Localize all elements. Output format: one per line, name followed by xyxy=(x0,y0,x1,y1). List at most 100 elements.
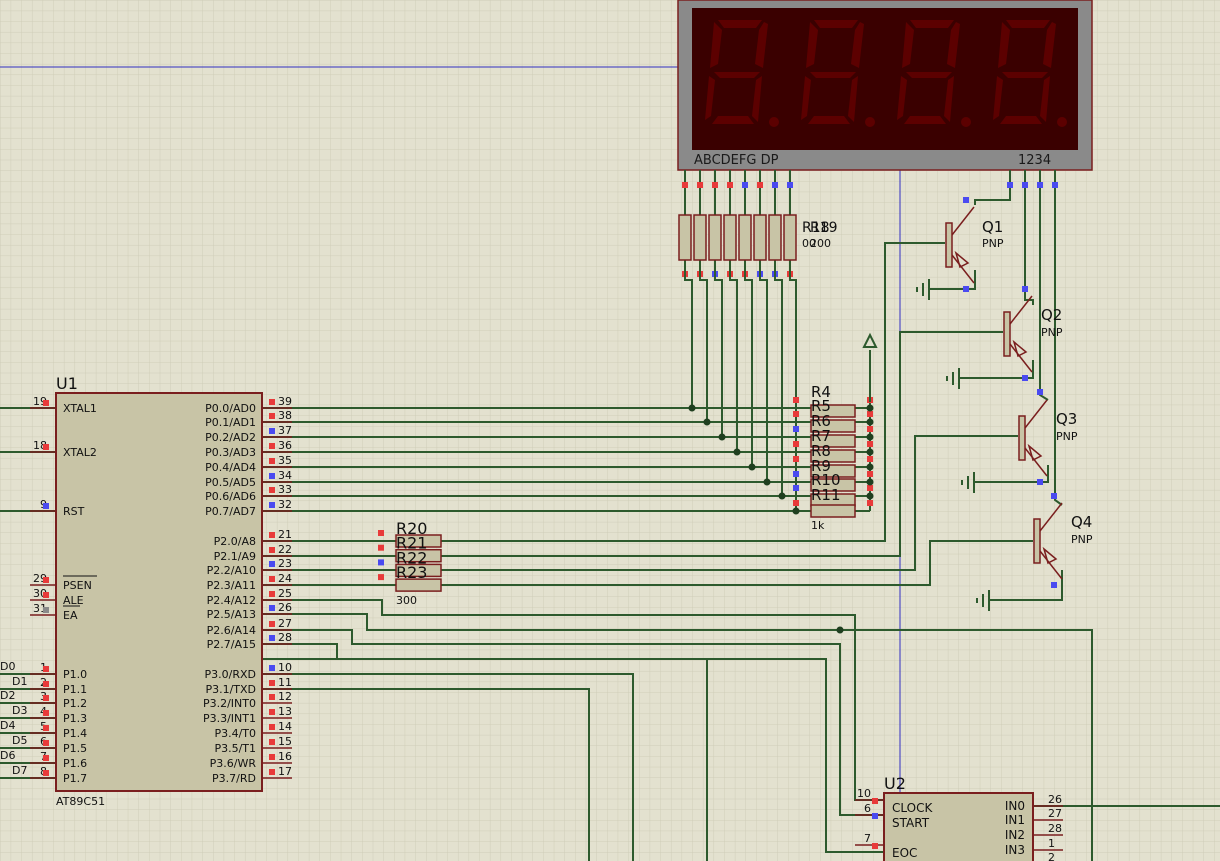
u1-pin-name: P3.0/RXD xyxy=(205,668,256,681)
u1-pin-name: P3.3/INT1 xyxy=(203,712,256,725)
pin-marker xyxy=(43,666,49,672)
ground-symbol xyxy=(946,368,960,389)
pin-marker xyxy=(269,709,275,715)
u1-pin-left: 8P1.7 xyxy=(30,765,87,785)
pin-marker xyxy=(269,473,275,479)
u1-pin-num: 28 xyxy=(278,631,292,644)
pullup-ref: R8 xyxy=(811,442,831,460)
pin-marker xyxy=(757,182,763,188)
resistor-body xyxy=(810,419,856,433)
pin-marker xyxy=(787,182,793,188)
wire xyxy=(441,242,945,542)
u1-pin-name: P1.1 xyxy=(63,683,87,696)
u1-pin-name: P3.4/T0 xyxy=(214,727,256,740)
wire xyxy=(714,260,723,437)
resistor-body xyxy=(768,214,782,261)
u1-pin-name: P2.2/A10 xyxy=(207,564,256,577)
u1-pin-name: P1.6 xyxy=(63,757,87,770)
pullup-ref: R4 xyxy=(811,383,831,401)
pullup-ref: R9 xyxy=(811,457,831,475)
wire xyxy=(262,688,590,861)
u1-pin-name: RST xyxy=(63,505,85,518)
segment xyxy=(752,76,762,122)
junction-dot xyxy=(866,433,874,441)
transistor-emitter xyxy=(951,206,975,236)
segment xyxy=(851,22,864,68)
wire-label: D0 xyxy=(0,660,15,673)
resistor-body xyxy=(753,214,767,261)
u1-pin-num: 36 xyxy=(278,439,292,452)
resistor-body xyxy=(693,214,707,261)
segment xyxy=(806,22,818,68)
u1-pin-num: 16 xyxy=(278,750,292,763)
u1-pin-left: 9RST xyxy=(30,498,85,518)
wire-label-text: D0 xyxy=(0,660,15,673)
pin-marker xyxy=(269,561,275,567)
pullup-resistor: R8 xyxy=(793,442,873,463)
pin-marker xyxy=(867,441,873,447)
pin-marker xyxy=(867,426,873,432)
seven-segment-display[interactable]: ABCDEFG DP 1234 xyxy=(677,0,1093,171)
pin-marker xyxy=(1051,493,1057,499)
wire xyxy=(262,658,708,861)
pin-marker xyxy=(772,182,778,188)
u2-pin-name: START xyxy=(892,816,930,830)
segment-resistor xyxy=(783,214,797,261)
pin-marker xyxy=(43,444,49,450)
wire-label-text: D4 xyxy=(0,719,15,732)
wire-label-text: D2 xyxy=(0,689,15,702)
junction-dot xyxy=(733,448,741,456)
pin-marker xyxy=(793,441,799,447)
base-resistor-value: 300 xyxy=(396,594,417,607)
u1-pin-name: P0.2/AD2 xyxy=(205,431,256,444)
u1-pin-num: 25 xyxy=(278,587,292,600)
junction-dot xyxy=(763,478,771,486)
pullup-ref: R7 xyxy=(811,427,831,445)
wire xyxy=(744,260,753,467)
segment-resistor xyxy=(693,214,707,261)
u1-pin-name: P2.7/A15 xyxy=(207,638,256,651)
u2-pin-num: 7 xyxy=(864,832,871,845)
segment xyxy=(705,76,715,120)
pin-marker xyxy=(963,286,969,292)
pin-marker xyxy=(43,503,49,509)
pin-marker xyxy=(43,577,49,583)
segment-resistor-array[interactable]: R18 R19 00 200 xyxy=(678,214,838,261)
pullup-ref: R10 xyxy=(811,471,841,489)
decimal-point xyxy=(865,117,875,127)
u1-pins: 19XTAL118XTAL29RST29PSEN30ALE31EA1P1.02P… xyxy=(0,395,292,785)
pin-marker xyxy=(269,487,275,493)
segment xyxy=(801,76,811,120)
u2-ref: U2 xyxy=(884,774,906,793)
pullup-resistor: R10 xyxy=(793,471,873,492)
u1-pin-left: 4P1.3 xyxy=(30,705,87,725)
wire xyxy=(930,270,976,290)
resistor-body xyxy=(810,478,856,492)
junctions xyxy=(688,404,874,634)
base-resistor: R22 xyxy=(378,548,442,578)
segment xyxy=(993,76,1003,120)
u1-microcontroller[interactable]: U1 AT89C51 19XTAL118XTAL29RST29PSEN30ALE… xyxy=(0,374,292,808)
resistor-body xyxy=(395,548,442,563)
u1-pin-name: XTAL1 xyxy=(63,402,97,415)
u1-pin-name: P1.5 xyxy=(63,742,87,755)
pin-marker xyxy=(269,769,275,775)
u1-pin-name: PSEN xyxy=(63,579,92,592)
u1-pin-name: P0.6/AD6 xyxy=(205,490,256,503)
resistor-body xyxy=(810,404,856,418)
